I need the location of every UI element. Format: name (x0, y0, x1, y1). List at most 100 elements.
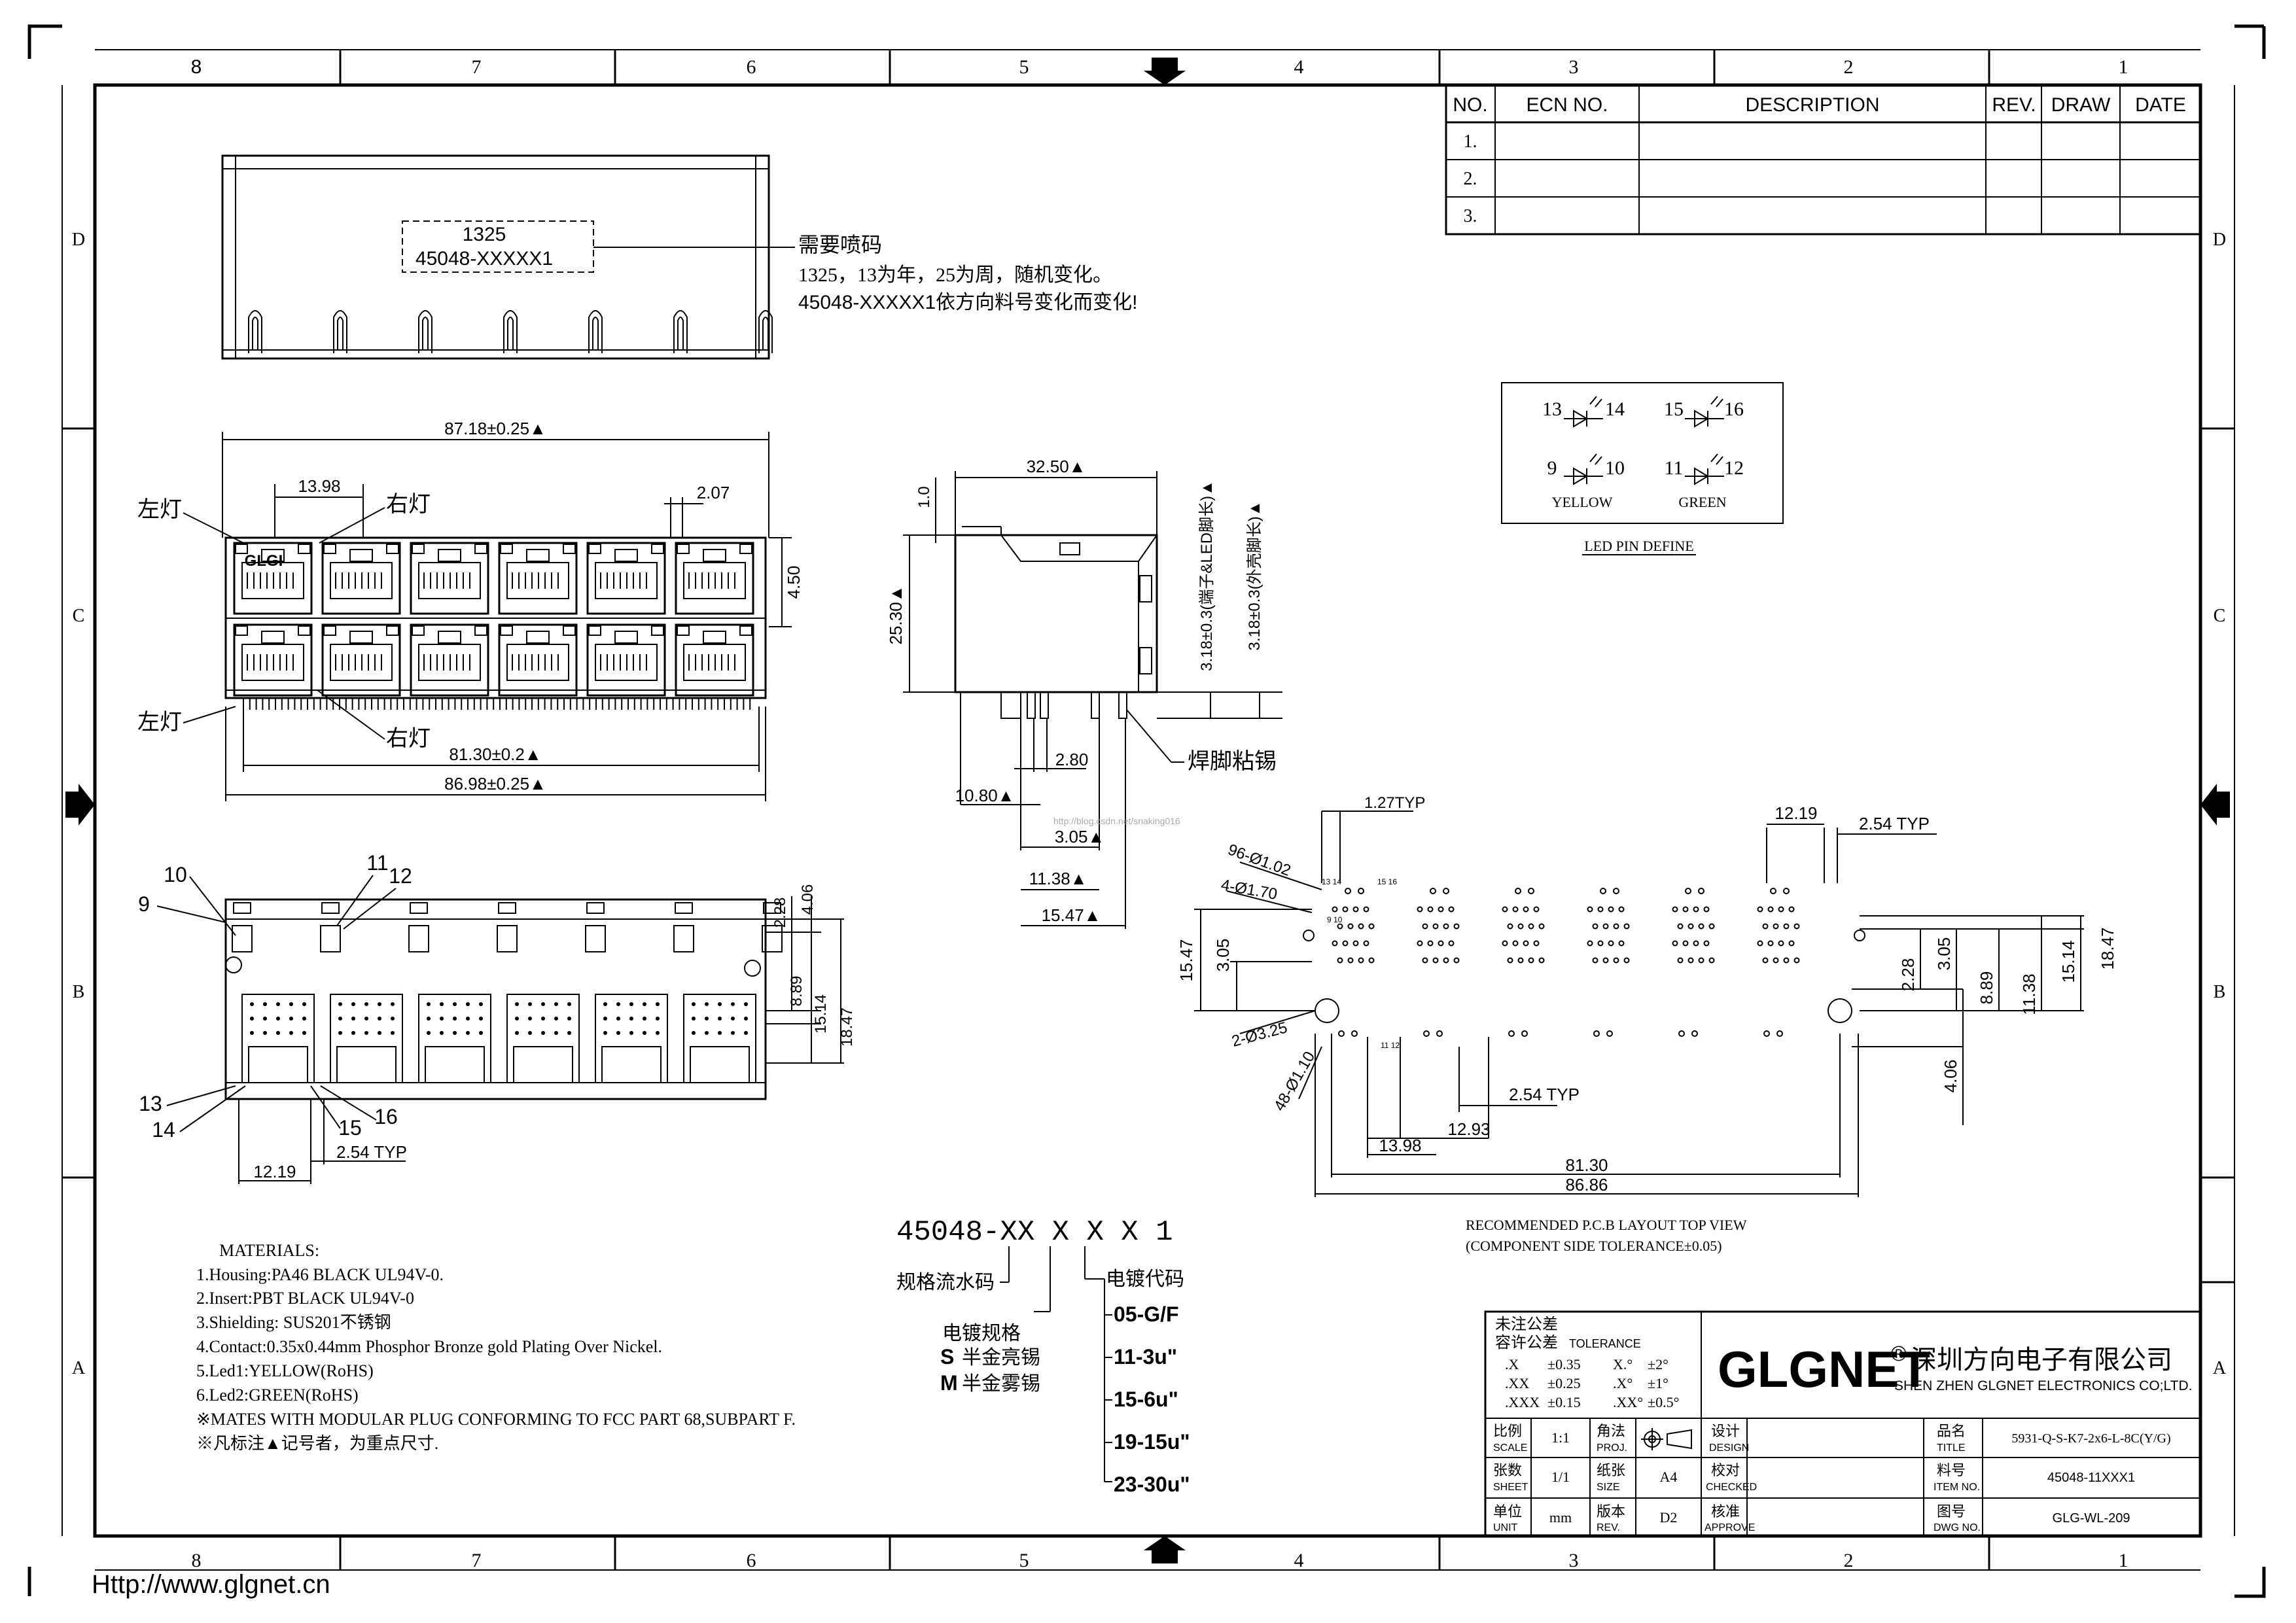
row-labels: D C B A D C B A (72, 230, 2227, 1378)
pcb-hole (1351, 1030, 1358, 1037)
led-lead-top (586, 902, 605, 914)
website-url: Http://www.glgnet.cn (92, 1570, 330, 1599)
plating-code: 23-30u" (1114, 1473, 1190, 1496)
field-label-cn: 图号 (1937, 1503, 1966, 1520)
led-lead-top (321, 902, 340, 914)
top-view: 87.18±0.25▲ 13.98 2.07 4.50 GLGI 左灯 右灯 左… (137, 419, 804, 801)
dim-top-offset: 1.0 (915, 486, 933, 508)
dim-pitch-typ: 2.54 TYP (336, 1142, 407, 1162)
rear-pin-dot (603, 1017, 607, 1021)
led-pin: 12 (1724, 457, 1744, 479)
rear-pin-dot (378, 1031, 381, 1035)
left-led-label: 左灯 (137, 710, 182, 735)
col-label: 2 (1844, 1550, 1854, 1571)
rear-pin-dot (263, 1017, 267, 1021)
rear-pin-dot (338, 1017, 342, 1021)
pcb-hole (1793, 923, 1800, 930)
tol-cell: ±0.25 (1547, 1375, 1581, 1391)
title-value: 5931-Q-S-K7-2x6-L-8C(Y/G) (2011, 1431, 2170, 1446)
tol-cell: .X (1505, 1356, 1519, 1372)
port-latch (703, 549, 726, 562)
materials-title: MATERIALS: (219, 1241, 319, 1260)
rear-port-frame (336, 1046, 397, 1083)
dim-2-28: 2.28 (771, 898, 789, 928)
part-number-breakdown: 45048-XX X X X 1 规格流水码 电镀规格 S 半金亮锡 M 半金雾… (896, 1216, 1190, 1496)
pcb-hole (1703, 940, 1710, 947)
pcb-hole (1507, 923, 1513, 930)
led-window (588, 544, 601, 554)
plating-spec-label: 电镀规格 (942, 1323, 1021, 1344)
led-window (474, 625, 487, 636)
rear-pin-dot (378, 1002, 381, 1006)
pcb-hole (1608, 906, 1614, 913)
pin-label-16: 16 (374, 1105, 398, 1128)
rev-row-number: 2. (1464, 169, 1477, 189)
latch-inner (422, 317, 429, 350)
pcb-layout: 13 14 15 16 9 10 11 12 1.27TYP 96-Ø1.02 … (1176, 794, 2117, 1254)
rj45-port (233, 623, 313, 697)
rev-header: DATE (2135, 94, 2186, 116)
pcb-hole (1512, 940, 1519, 947)
pcb-hole (1618, 940, 1625, 947)
dim-shell-length: 3.18±0.3(外壳脚长)▲ (1246, 501, 1263, 651)
rear-port-frame (425, 1046, 485, 1083)
rear-pin-dot (263, 1002, 267, 1006)
dim-18-47: 18.47 (2098, 927, 2117, 969)
rear-pin-dot (567, 1031, 571, 1035)
rear-pin-dot (289, 1002, 293, 1006)
latch-inner (252, 317, 258, 350)
rear-port (595, 994, 668, 1083)
part-number-code: 45048-XX X X X 1 (896, 1216, 1173, 1249)
rear-pin-dot (692, 1017, 696, 1021)
port-cavity (241, 644, 304, 681)
tol-cell: ±1° (1648, 1375, 1669, 1391)
material-line: 1.Housing:PA46 BLACK UL94V-0. (196, 1265, 444, 1284)
rear-pin-dot (391, 1031, 395, 1035)
rear-pin-dot (427, 1017, 431, 1021)
pcb-hole (1592, 923, 1598, 930)
led-window (412, 544, 425, 554)
pcb-hole (1443, 888, 1449, 894)
rear-pin-dot (528, 1031, 532, 1035)
field-label-cn: 料号 (1937, 1462, 1966, 1478)
port-latch (438, 549, 461, 562)
field-label-en: CHECKED (1706, 1482, 1757, 1493)
rear-pin-dot (643, 1017, 646, 1021)
tol-cell: .X° (1613, 1375, 1633, 1391)
pcb-hole (1358, 888, 1364, 894)
pcb-hole (1538, 957, 1545, 964)
pcb-hole (1443, 923, 1449, 930)
rear-port (506, 994, 580, 1083)
rear-pin-dot (718, 1017, 722, 1021)
pcb-hole (1528, 957, 1534, 964)
led-pin: 10 (1605, 457, 1625, 479)
pcb-hole (1342, 940, 1349, 947)
pcb-hole (1358, 923, 1364, 930)
rear-pin-dot (364, 1017, 368, 1021)
led-lead (762, 925, 783, 952)
pcb-hole (1600, 888, 1606, 894)
led-lead (673, 925, 694, 952)
port-latch (614, 631, 638, 644)
rear-pin-dot (718, 1002, 722, 1006)
rear-pin-dot (744, 1017, 748, 1021)
pcb-hole (1427, 940, 1434, 947)
dim-2-28: 2.28 (1898, 958, 1918, 992)
field-label-cn: 纸张 (1597, 1462, 1625, 1478)
row-label: A (2213, 1358, 2227, 1378)
pcb-hole (1368, 957, 1375, 964)
col-label: 3 (1569, 56, 1579, 78)
led-pin: 16 (1724, 398, 1744, 420)
led-pin-define: 13 14 15 16 9 10 11 12 YELLOW GREEN LED … (1501, 382, 1784, 555)
port-latch (703, 631, 726, 644)
led-lead (585, 925, 606, 952)
pcb-hole (1618, 906, 1625, 913)
rear-port (418, 994, 491, 1083)
dim-4-06: 4.06 (799, 884, 817, 915)
tolerance-label-cn: 容许公差 (1495, 1334, 1558, 1352)
port-cavity (683, 644, 746, 681)
pcb-hole (1678, 1030, 1685, 1037)
rear-pin-dot (364, 1031, 368, 1035)
side-view: 32.50▲ 1.0 25.30▲ 3.18±0.3(端子&LED脚长)▲ 3.… (886, 457, 1282, 929)
option-s-desc: 半金亮锡 (962, 1347, 1040, 1369)
